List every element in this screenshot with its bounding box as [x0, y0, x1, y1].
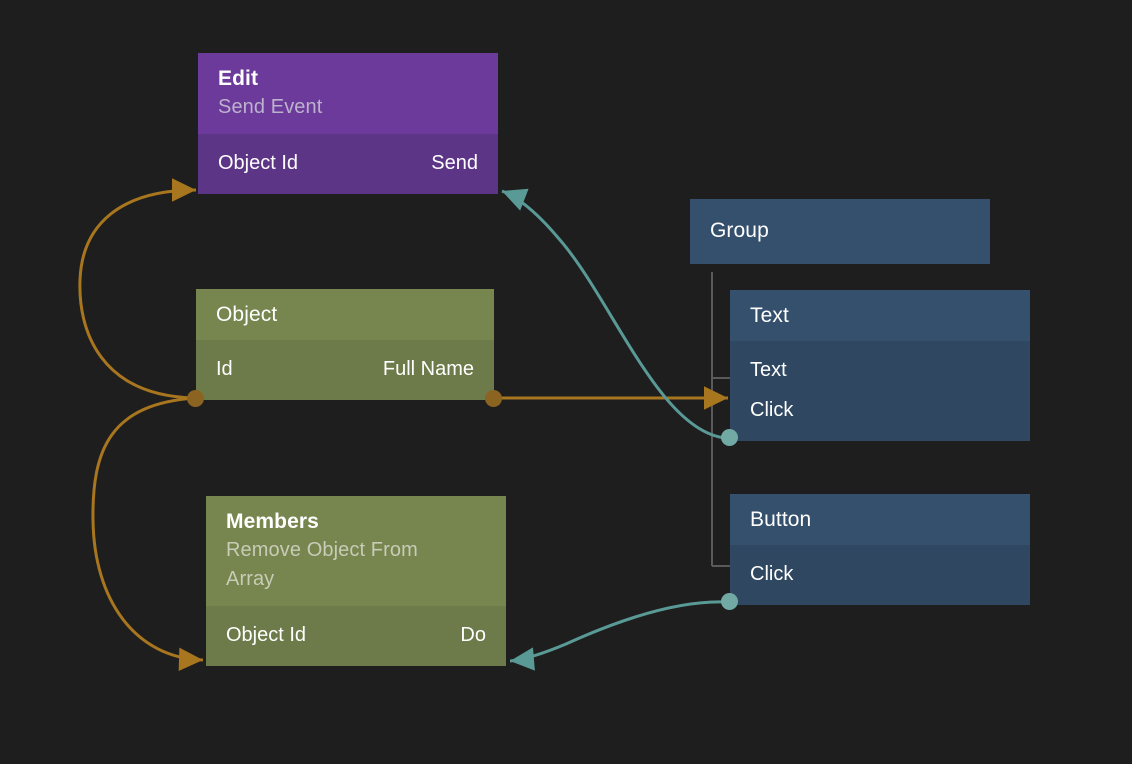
node-text[interactable]: Text Text Click [730, 290, 1030, 441]
port-label-full-name: Full Name [382, 357, 474, 380]
port-text-click-out[interactable] [721, 429, 738, 446]
node-object-body: Id Full Name [196, 339, 494, 400]
node-object-row-id[interactable]: Id Full Name [216, 356, 474, 382]
edge-object-id-to-edit-object-id [78, 178, 197, 400]
port-label-text: Text [750, 358, 787, 381]
node-text-body: Text Click [730, 340, 1030, 441]
node-button-header: Button [730, 494, 1030, 545]
node-button[interactable]: Button Click [730, 494, 1030, 605]
node-members-header: Members Remove Object From Array [206, 496, 506, 606]
port-object-full-name-out[interactable] [485, 390, 502, 407]
port-label-id: Id [216, 357, 233, 380]
edge-object-id-to-members-object-id [91, 396, 204, 671]
node-members-subtitle: Remove Object From Array [226, 538, 418, 590]
port-label-do: Do [460, 623, 486, 646]
port-object-id-in[interactable] [187, 390, 204, 407]
node-edit[interactable]: Edit Send Event Object Id Send [198, 53, 498, 194]
node-button-title: Button [750, 508, 812, 531]
node-text-row-text[interactable]: Text [750, 357, 1010, 383]
port-button-click-out[interactable] [721, 593, 738, 610]
node-members-row-object-id[interactable]: Object Id Do [226, 622, 486, 648]
node-edit-body: Object Id Send [198, 133, 498, 194]
group-tree-lines [711, 272, 731, 567]
node-object-title: Object [216, 303, 278, 326]
node-button-body: Click [730, 544, 1030, 605]
node-text-row-click[interactable]: Click [750, 397, 1010, 423]
node-edit-row-object-id[interactable]: Object Id Send [218, 150, 478, 176]
edge-button-click-to-members-do [509, 600, 727, 671]
port-label-send: Send [431, 151, 478, 174]
node-group[interactable]: Group [690, 199, 990, 264]
node-object[interactable]: Object Id Full Name [196, 289, 494, 400]
node-text-title: Text [750, 304, 789, 327]
node-button-row-click[interactable]: Click [750, 561, 1010, 587]
node-members[interactable]: Members Remove Object From Array Object … [206, 496, 506, 666]
node-edit-subtitle: Send Event [218, 95, 323, 118]
port-label-object-id: Object Id [226, 623, 307, 646]
port-label-object-id: Object Id [218, 151, 299, 174]
node-edit-title: Edit [218, 67, 259, 90]
node-members-title: Members [226, 510, 319, 533]
node-text-header: Text [730, 290, 1030, 341]
node-object-header: Object [196, 289, 494, 340]
node-group-header: Group [690, 199, 990, 264]
node-edit-header: Edit Send Event [198, 53, 498, 134]
port-label-click: Click [750, 398, 794, 421]
node-members-body: Object Id Do [206, 605, 506, 666]
port-label-click: Click [750, 562, 794, 585]
node-group-title: Group [710, 219, 769, 242]
